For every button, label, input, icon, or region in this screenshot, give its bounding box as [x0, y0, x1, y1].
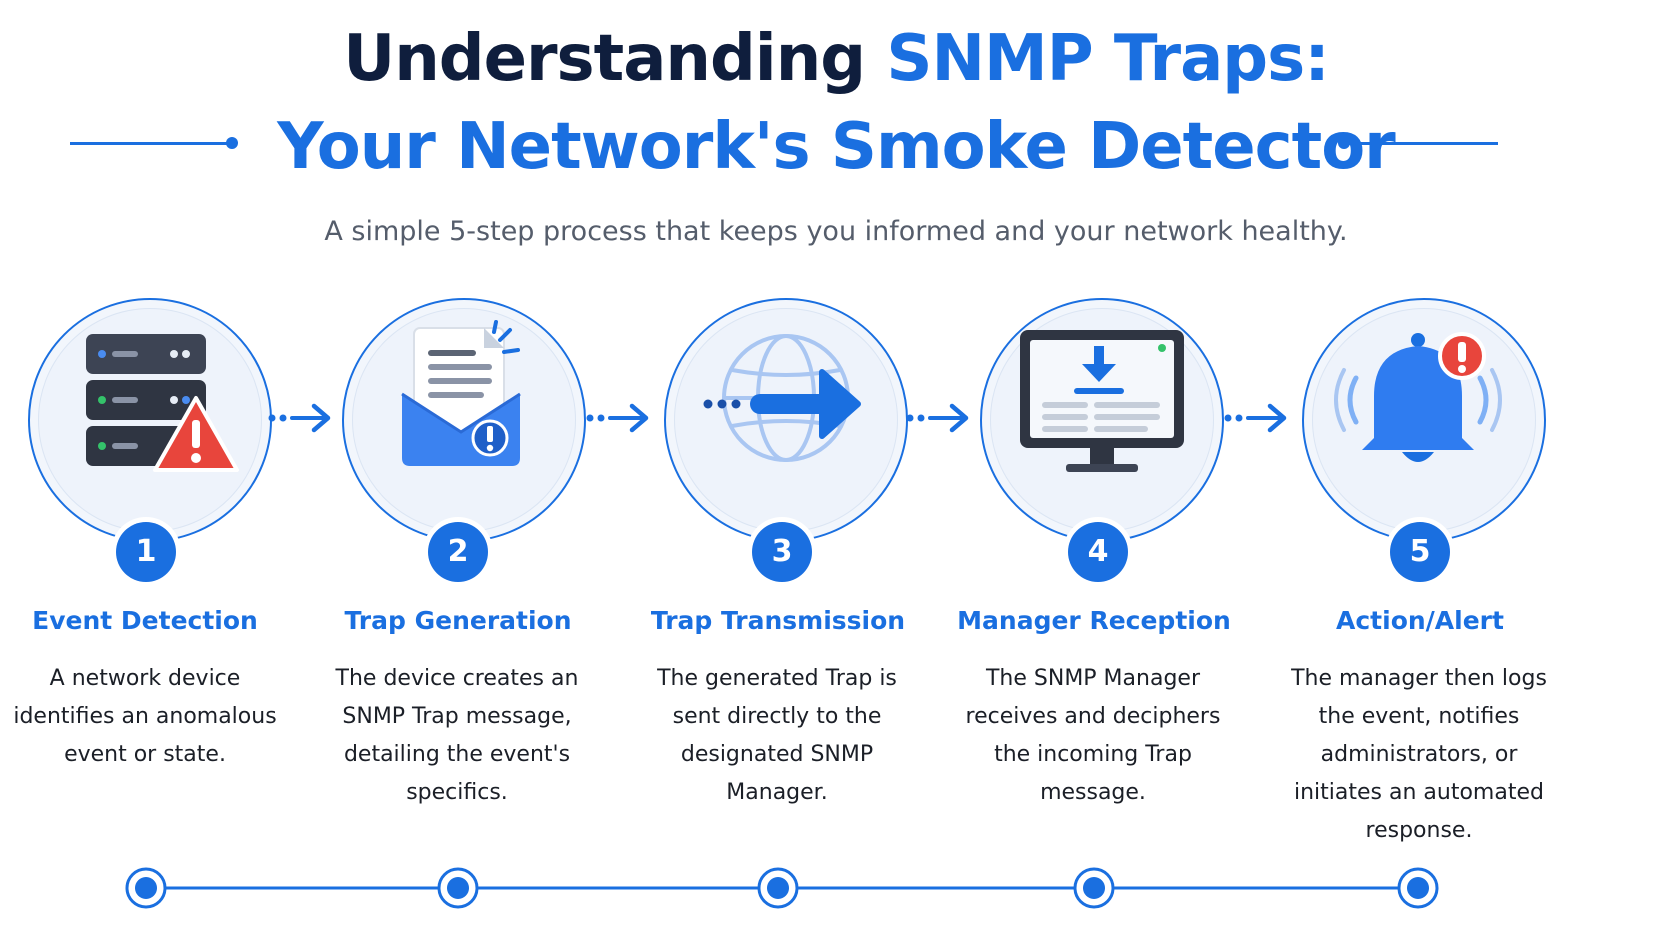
step-5-title: Action/Alert	[1336, 606, 1504, 635]
flow-arrow-4	[1224, 403, 1287, 433]
step-2-title: Trap Generation	[344, 606, 572, 635]
step-4-circle	[980, 298, 1224, 542]
step-2-circle	[342, 298, 586, 542]
globe-arrow-icon	[703, 334, 861, 462]
timeline-node-2	[437, 867, 479, 909]
step-1-circle	[28, 298, 272, 542]
title-right-rule-dot	[1338, 137, 1350, 149]
step-1-description: A network device identifies an anomalous…	[13, 666, 277, 767]
server-alert-icon	[86, 334, 239, 472]
timeline-node-3	[757, 867, 799, 909]
title-accent: SNMP Traps:	[886, 22, 1329, 96]
page-title-line2: Your Network's Smoke Detector	[277, 110, 1395, 184]
title-left-rule	[70, 142, 230, 145]
envelope-message-icon	[401, 320, 521, 466]
title-prefix: Understanding	[343, 22, 866, 96]
timeline-node-1	[125, 867, 167, 909]
step-5-description: The manager then logs the event, notifie…	[1291, 666, 1547, 843]
step-4-description: The SNMP Manager receives and deciphers …	[965, 666, 1221, 805]
step-3-badge: 3	[752, 522, 812, 582]
step-3-circle	[664, 298, 908, 542]
flow-arrow-1	[268, 403, 331, 433]
flow-arrow-2	[586, 403, 649, 433]
timeline-node-4	[1073, 867, 1115, 909]
step-4-title: Manager Reception	[957, 606, 1231, 635]
timeline-node-5	[1397, 867, 1439, 909]
step-1-title: Event Detection	[32, 606, 258, 635]
step-4-badge: 4	[1068, 522, 1128, 582]
title-left-rule-dot	[226, 137, 238, 149]
step-1-badge: 1	[116, 522, 176, 582]
step-2-badge: 2	[428, 522, 488, 582]
step-2-description: The device creates an SNMP Trap message,…	[335, 666, 579, 805]
step-3-description: The generated Trap is sent directly to t…	[657, 666, 897, 805]
monitor-download-icon	[1020, 330, 1184, 472]
flow-arrow-3	[906, 403, 969, 433]
page-title-line1: Understanding SNMP Traps:	[0, 22, 1672, 96]
step-3-title: Trap Transmission	[650, 606, 906, 635]
bottom-timeline	[125, 867, 1439, 909]
page-subtitle: A simple 5-step process that keeps you i…	[324, 216, 1348, 247]
step-5-badge: 5	[1390, 522, 1450, 582]
bell-alert-icon	[1334, 332, 1502, 462]
title-right-rule	[1346, 142, 1498, 145]
step-5-circle	[1302, 298, 1546, 542]
